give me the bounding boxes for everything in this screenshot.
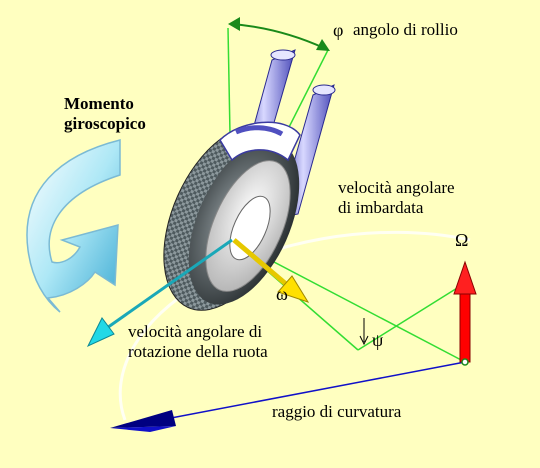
omega-velocity-arrow — [232, 238, 310, 303]
psi-angle-label: ψ — [372, 330, 384, 350]
gyro-moment-label-line1: Momento — [64, 94, 134, 113]
yaw-velocity-label-line1: velocità angolare — [338, 178, 455, 197]
yaw-velocity-arrow — [453, 260, 477, 366]
wheel-assembly — [163, 49, 336, 311]
roll-angle-arc-arrow — [228, 17, 330, 51]
curvature-radius-label: raggio di curvatura — [272, 402, 402, 421]
roll-angle-symbol: φ — [333, 20, 344, 40]
gyroscopic-moment-arrow — [26, 139, 121, 313]
gyro-moment-label-line2: giroscopico — [64, 114, 146, 133]
wheel-spin-label-line2: rotazione della ruota — [128, 342, 268, 361]
yaw-velocity-label-line2: di imbardata — [338, 198, 424, 217]
fork-tube-left-top — [270, 49, 296, 61]
psi-angle-arrow — [359, 318, 369, 346]
omega-small-label: ω — [276, 284, 288, 304]
fork-tube-right-top — [312, 84, 336, 96]
wheel-spin-label-line1: velocità angolare di — [128, 322, 263, 341]
wheel-spin-velocity-arrow — [86, 238, 233, 348]
yaw-omega-capital-label: Ω — [455, 230, 469, 250]
fork-crown — [235, 125, 284, 137]
roll-angle-label: angolo di rollio — [353, 20, 458, 39]
curvature-radius-arrow — [110, 361, 466, 432]
